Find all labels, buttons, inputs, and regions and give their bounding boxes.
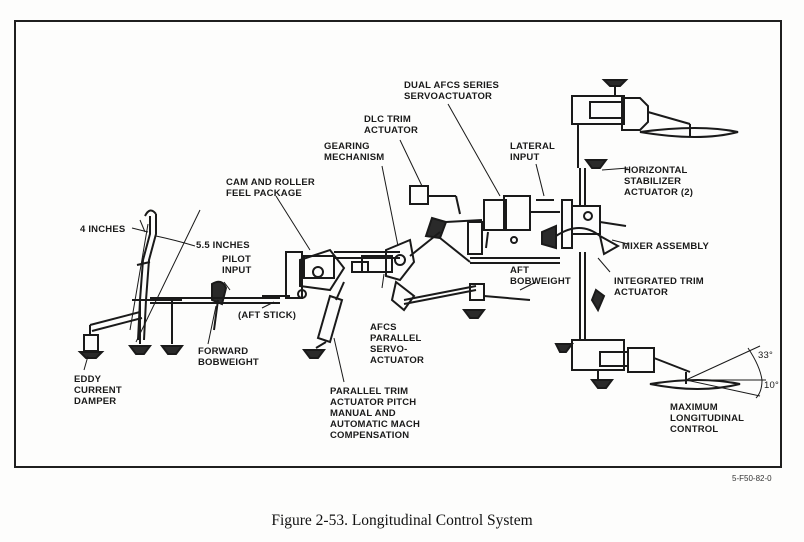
dimension-lines xyxy=(129,209,201,343)
lower-stabilizer-actuator xyxy=(554,252,741,390)
aft-bobweight xyxy=(462,283,531,319)
label-eddy-current-damper: EDDY CURRENT DAMPER xyxy=(74,374,122,407)
label-maximum-longitudinal-control: MAXIMUM LONGITUDINAL CONTROL xyxy=(670,402,745,435)
ground-mounts xyxy=(128,299,184,355)
mixer-assembly xyxy=(571,168,627,256)
dual-afcs-series-servoactuator xyxy=(483,195,560,249)
drawing-number: 5-F50-82-0 xyxy=(732,474,772,483)
label-dual-afcs-series-servoactuator: DUAL AFCS SERIES SERVOACTUATOR xyxy=(404,80,500,102)
label-four-inches: 4 INCHES xyxy=(80,224,126,235)
label-five-point-five-inches: 5.5 INCHES xyxy=(196,240,250,251)
label-aft-bobweight: AFT BOBWEIGHT xyxy=(510,265,571,287)
upper-stabilizer-actuator xyxy=(571,79,739,169)
label-mixer-assembly: MIXER ASSEMBLY xyxy=(622,241,710,252)
label-angle-33: 33° xyxy=(758,350,773,361)
label-pilot-input: PILOT INPUT xyxy=(222,254,252,276)
label-forward-bobweight: FORWARD BOBWEIGHT xyxy=(198,346,259,368)
label-afcs-parallel-servo-actuator: AFCS PARALLEL SERVO- ACTUATOR xyxy=(370,322,425,366)
lateral-input-bracket xyxy=(536,199,601,250)
figure-frame xyxy=(14,20,782,468)
figure-caption: Figure 2-53. Longitudinal Control System xyxy=(271,512,533,529)
label-aft-stick: (AFT STICK) xyxy=(238,310,297,321)
label-lateral-input: LATERAL INPUT xyxy=(510,141,556,163)
label-gearing-mechanism: GEARING MECHANISM xyxy=(324,141,385,163)
forward-bobweight xyxy=(211,280,228,331)
gearing-and-upper-linkage xyxy=(409,185,560,264)
cam-roller-feel-package xyxy=(285,238,477,312)
label-cam-and-roller: CAM AND ROLLER FEEL PACKAGE xyxy=(226,177,315,199)
eddy-current-damper xyxy=(77,311,143,359)
label-horizontal-stabilizer-actuator: HORIZONTAL STABILIZER ACTUATOR (2) xyxy=(624,165,694,198)
leader-lines xyxy=(83,103,629,383)
label-parallel-trim-actuator: PARALLEL TRIM ACTUATOR PITCH MANUAL AND … xyxy=(330,386,421,441)
label-integrated-trim-actuator: INTEGRATED TRIM ACTUATOR xyxy=(614,276,704,298)
label-angle-10: 10° xyxy=(764,380,779,391)
label-dlc-trim-actuator: DLC TRIM ACTUATOR xyxy=(364,114,419,136)
angle-indicator xyxy=(685,345,766,399)
parallel-trim-actuator xyxy=(302,281,345,359)
